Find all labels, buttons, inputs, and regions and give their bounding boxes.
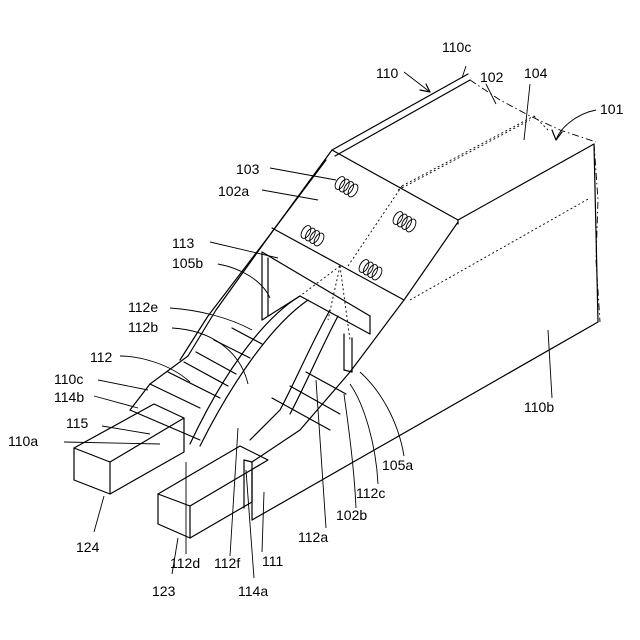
- label-115: 115: [66, 415, 89, 431]
- label-110c-left: 110c: [54, 371, 83, 387]
- label-110c-top: 110c: [442, 39, 471, 55]
- label-110a: 110a: [8, 433, 38, 449]
- label-112: 112: [90, 349, 113, 365]
- label-113: 113: [172, 235, 195, 251]
- label-112e: 112e: [128, 299, 158, 315]
- arrow-heads: [420, 84, 562, 140]
- housing-110: [180, 74, 598, 520]
- label-110b: 110b: [524, 399, 554, 415]
- label-112b: 112b: [128, 319, 158, 335]
- label-102b: 102b: [336, 507, 367, 523]
- label-105b: 105b: [172, 255, 203, 271]
- label-112d: 112d: [170, 555, 200, 571]
- label-101: 101: [600, 101, 624, 117]
- label-114b: 114b: [54, 389, 84, 405]
- label-105a: 105a: [382, 457, 413, 473]
- label-112c: 112c: [356, 485, 385, 501]
- hidden-outline: [348, 80, 600, 322]
- label-102: 102: [480, 69, 504, 85]
- label-111: 111: [262, 553, 283, 569]
- label-104: 104: [524, 65, 548, 81]
- bolts-103: [299, 175, 418, 282]
- label-112f: 112f: [214, 555, 240, 571]
- label-102a: 102a: [218, 183, 249, 199]
- label-114a: 114a: [238, 583, 268, 599]
- label-124: 124: [76, 539, 100, 555]
- label-123: 123: [152, 583, 176, 599]
- front-bar-123: [158, 446, 268, 538]
- front-bar-124: [74, 404, 184, 494]
- plate-102: [262, 228, 404, 340]
- label-112a: 112a: [298, 529, 328, 545]
- label-110: 110: [376, 65, 399, 81]
- reference-labels: 110c 110 102 104 101 103 102a 113 105b 1…: [8, 39, 624, 599]
- label-103: 103: [236, 161, 260, 177]
